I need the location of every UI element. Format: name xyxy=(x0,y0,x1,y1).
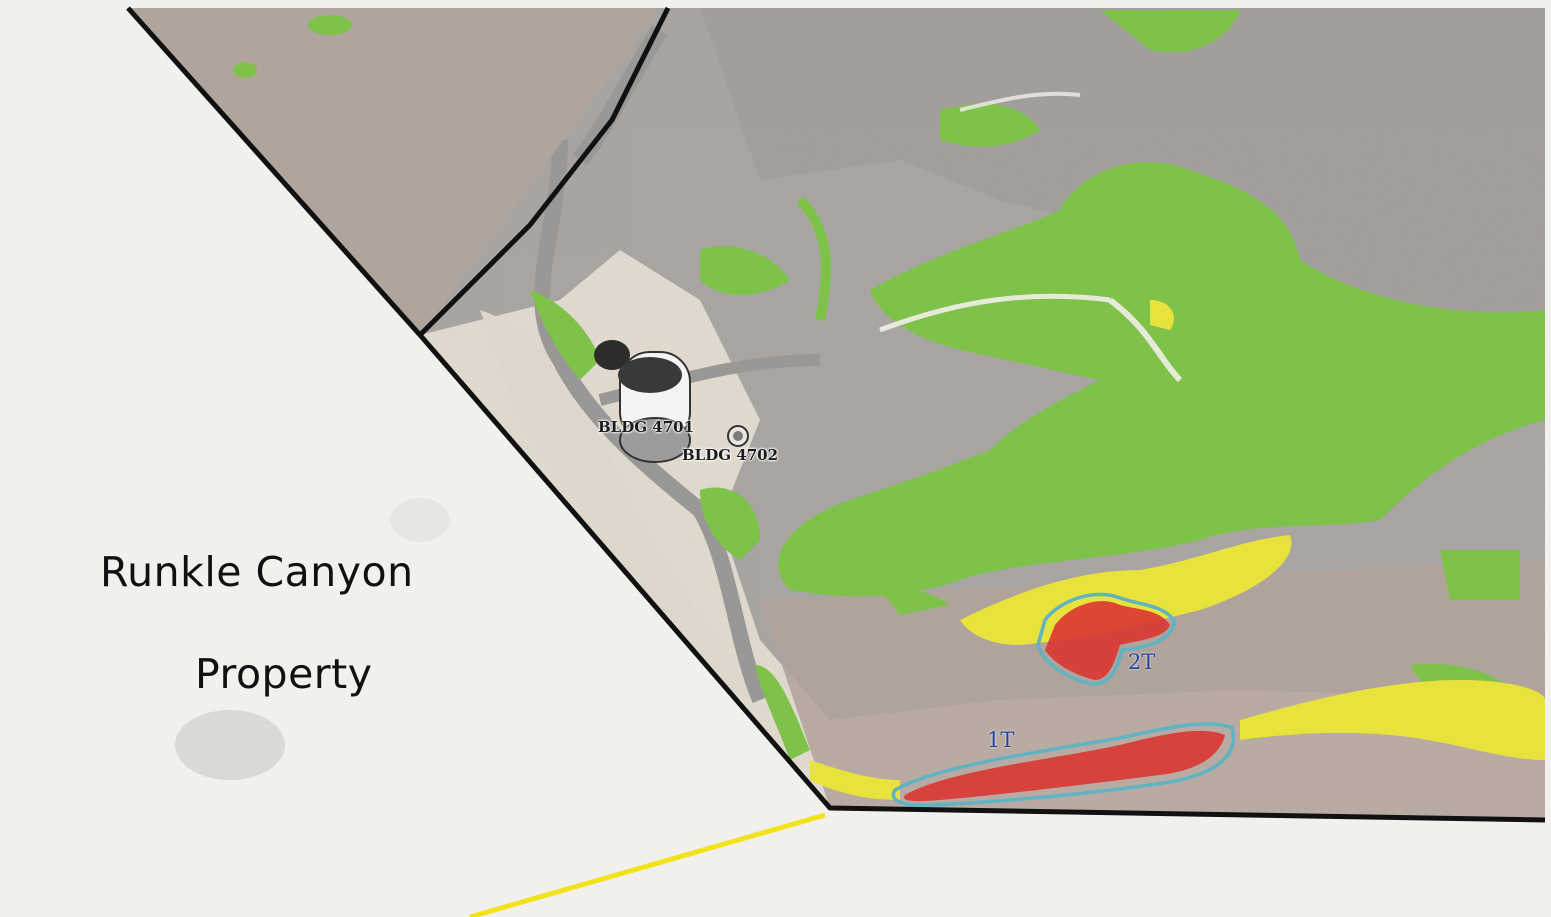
zone-2t-shape xyxy=(1036,592,1177,686)
property-boundary-line xyxy=(126,6,1546,823)
faded-tree xyxy=(175,710,285,780)
building-4702-structure xyxy=(727,425,749,447)
vegetation-yellow-mid xyxy=(960,535,1292,645)
main-study-area xyxy=(420,8,1545,820)
yellow-boundary-line xyxy=(469,812,826,917)
building-4701-structure xyxy=(594,340,691,463)
faded-shrub xyxy=(390,498,450,542)
zone-label-2t: 2T xyxy=(1128,650,1156,674)
property-label-line1: Runkle Canyon xyxy=(100,548,414,596)
inner-boundary-line xyxy=(418,6,671,337)
building-label-4702: BLDG 4702 xyxy=(682,446,779,464)
vegetation-green-large xyxy=(778,162,1545,597)
vegetation-yellow-right xyxy=(1240,680,1545,760)
building-label-4701: BLDG 4701 xyxy=(598,418,695,436)
zone-1t-shape xyxy=(891,722,1235,807)
zone-label-1t: 1T xyxy=(987,728,1015,752)
property-label-line2: Property xyxy=(195,650,373,698)
